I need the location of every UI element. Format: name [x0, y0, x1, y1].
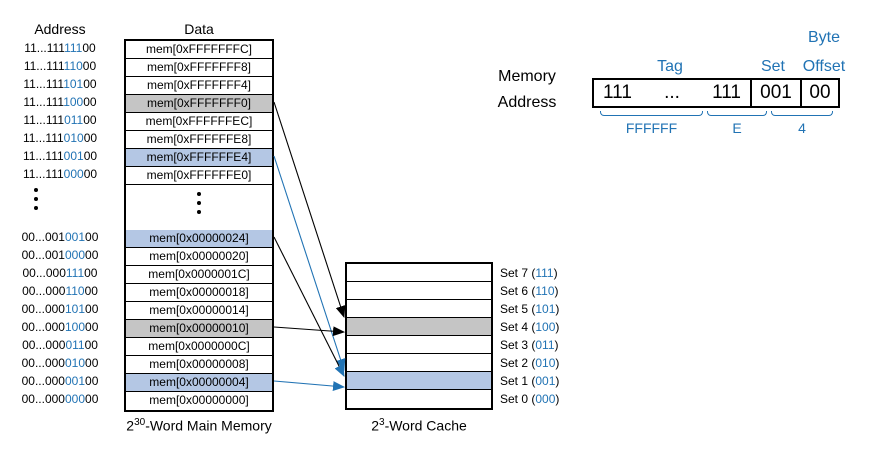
memory-address-binary: 11...11101100: [23, 113, 97, 127]
memory-cell: mem[0xFFFFFFF4]: [126, 77, 272, 95]
memory-cell: mem[0x0000000C]: [126, 338, 272, 356]
cache-set-labels: Set 7 (111) Set 6 (110) Set 5 (101) Set 4 (…: [500, 264, 559, 408]
memory-address-binary: 00...00011100: [22, 266, 98, 280]
hex-brace-low: [771, 111, 833, 116]
memory-address-binary: 00...00010100: [21, 302, 99, 316]
cache-set-label: Set 0 (000): [500, 392, 560, 406]
memory-address-binary: 11...11101000: [22, 131, 98, 145]
memory-cell: mem[0xFFFFFFE0]: [126, 167, 272, 185]
cache-set-label: Set 3 (011): [500, 338, 559, 352]
cache-table: [345, 262, 493, 410]
memory-cell: mem[0xFFFFFFF0]: [126, 95, 272, 113]
cache-set-label: Set 5 (101): [500, 302, 560, 316]
memory-cell: mem[0xFFFFFFF8]: [126, 59, 272, 77]
memory-cell: mem[0x0000001C]: [126, 266, 272, 284]
hex-group-low: 4: [798, 120, 806, 136]
memory-cell: mem[0x00000008]: [126, 356, 272, 374]
cache-set-row: [347, 354, 491, 372]
memory-cell: mem[0x00000020]: [126, 248, 272, 266]
cache-set-row: [347, 282, 491, 300]
memory-cell: mem[0x00000014]: [126, 302, 272, 320]
cache-set-row: [347, 300, 491, 318]
memory-cell: mem[0x00000010]: [126, 320, 272, 338]
data-column-header: Data: [184, 21, 214, 37]
memory-address-binary: 00...00100100: [21, 230, 99, 244]
main-memory-ellipsis-gap: [126, 185, 272, 230]
set-label: Set: [760, 58, 785, 75]
memory-address-binary: 00...00011000: [22, 284, 98, 298]
address-field-box: 111 ... 111 001 00: [592, 78, 840, 108]
offset-label: Offset: [802, 58, 846, 75]
hex-group-tag: FFFFFF: [625, 120, 678, 136]
cache-set-row: [347, 390, 491, 408]
memory-address-binary: 00...00000100: [21, 374, 99, 388]
cache-set-row: [347, 264, 491, 282]
cache-set-label: Set 4 (100): [500, 320, 560, 334]
hex-brace-mid: [707, 111, 767, 116]
memory-cell: mem[0x00000000]: [126, 392, 272, 410]
main-memory-table: mem[0xFFFFFFFC]mem[0xFFFFFFF8]mem[0xFFFF…: [124, 39, 274, 412]
memory-cell: mem[0xFFFFFFEC]: [126, 113, 272, 131]
memory-cell: mem[0xFFFFFFFC]: [126, 41, 272, 59]
memory-address-binary: 00...00000000: [21, 392, 99, 406]
arrow-00000024-to-set1: [273, 236, 345, 377]
memory-cell: mem[0xFFFFFFE4]: [126, 149, 272, 167]
memory-cell: mem[0x00000024]: [126, 230, 272, 248]
address-column-top: 11...11111100 11...11111000 11...11110100 1…: [8, 39, 112, 183]
cache-set-row: [347, 336, 491, 354]
memory-address-binary: 00...00001100: [22, 338, 98, 352]
address-column-header: Address: [34, 21, 86, 37]
cache-caption: 23-Word Cache: [371, 417, 467, 434]
memory-cell: mem[0x00000004]: [126, 374, 272, 392]
memory-cell: mem[0xFFFFFFE8]: [126, 131, 272, 149]
memory-address-binary: 00...00001000: [21, 356, 99, 370]
cache-set-row: [347, 318, 491, 336]
byte-offset-field: 00: [800, 80, 838, 106]
data-ellipsis: [197, 192, 201, 214]
memory-cell: mem[0x00000018]: [126, 284, 272, 302]
cache-set-row: [347, 372, 491, 390]
hex-group-mid: E: [732, 120, 742, 136]
memory-address-binary: 11...11111000: [23, 59, 97, 73]
memory-address-binary: 11...11100000: [22, 167, 98, 181]
cache-set-label: Set 1 (001): [500, 374, 560, 388]
main-memory-rows-bottom: mem[0x00000024]mem[0x00000020]mem[0x0000…: [126, 230, 272, 410]
hex-brace-tag: [600, 111, 703, 116]
main-memory-caption: 230-Word Main Memory: [126, 417, 272, 434]
memory-address-binary: 11...11110100: [23, 77, 97, 91]
address-ellipsis: [34, 188, 38, 210]
byte-label: Byte: [807, 29, 840, 46]
main-memory-rows-top: mem[0xFFFFFFFC]mem[0xFFFFFFF8]mem[0xFFFF…: [126, 41, 272, 185]
memory-address-side-label: Memory Address: [497, 68, 557, 111]
memory-address-binary: 11...11110000: [23, 95, 97, 109]
cache-set-label: Set 6 (110): [500, 284, 559, 298]
memory-address-binary: 11...11100100: [22, 149, 98, 163]
set-field: 001: [750, 80, 800, 106]
memory-address-binary: 11...11111100: [24, 41, 96, 55]
arrow-00000010-to-set4: [273, 326, 346, 337]
arrow-ffffffe4-to-set1: [273, 155, 346, 372]
tag-label: Tag: [657, 58, 683, 75]
cache-set-label: Set 7 (111): [500, 266, 558, 280]
address-column-bottom: 00...00100100 00...00100000 00...00011100 0…: [8, 228, 112, 408]
memory-address-binary: 00...00100000: [21, 248, 99, 262]
tag-field: 111 ... 111: [603, 82, 741, 103]
cache-set-label: Set 2 (010): [500, 356, 560, 370]
arrow-00000004-to-set1: [273, 380, 346, 391]
memory-address-binary: 00...00010000: [21, 320, 99, 334]
arrow-fffffff0-to-set4: [273, 101, 346, 319]
